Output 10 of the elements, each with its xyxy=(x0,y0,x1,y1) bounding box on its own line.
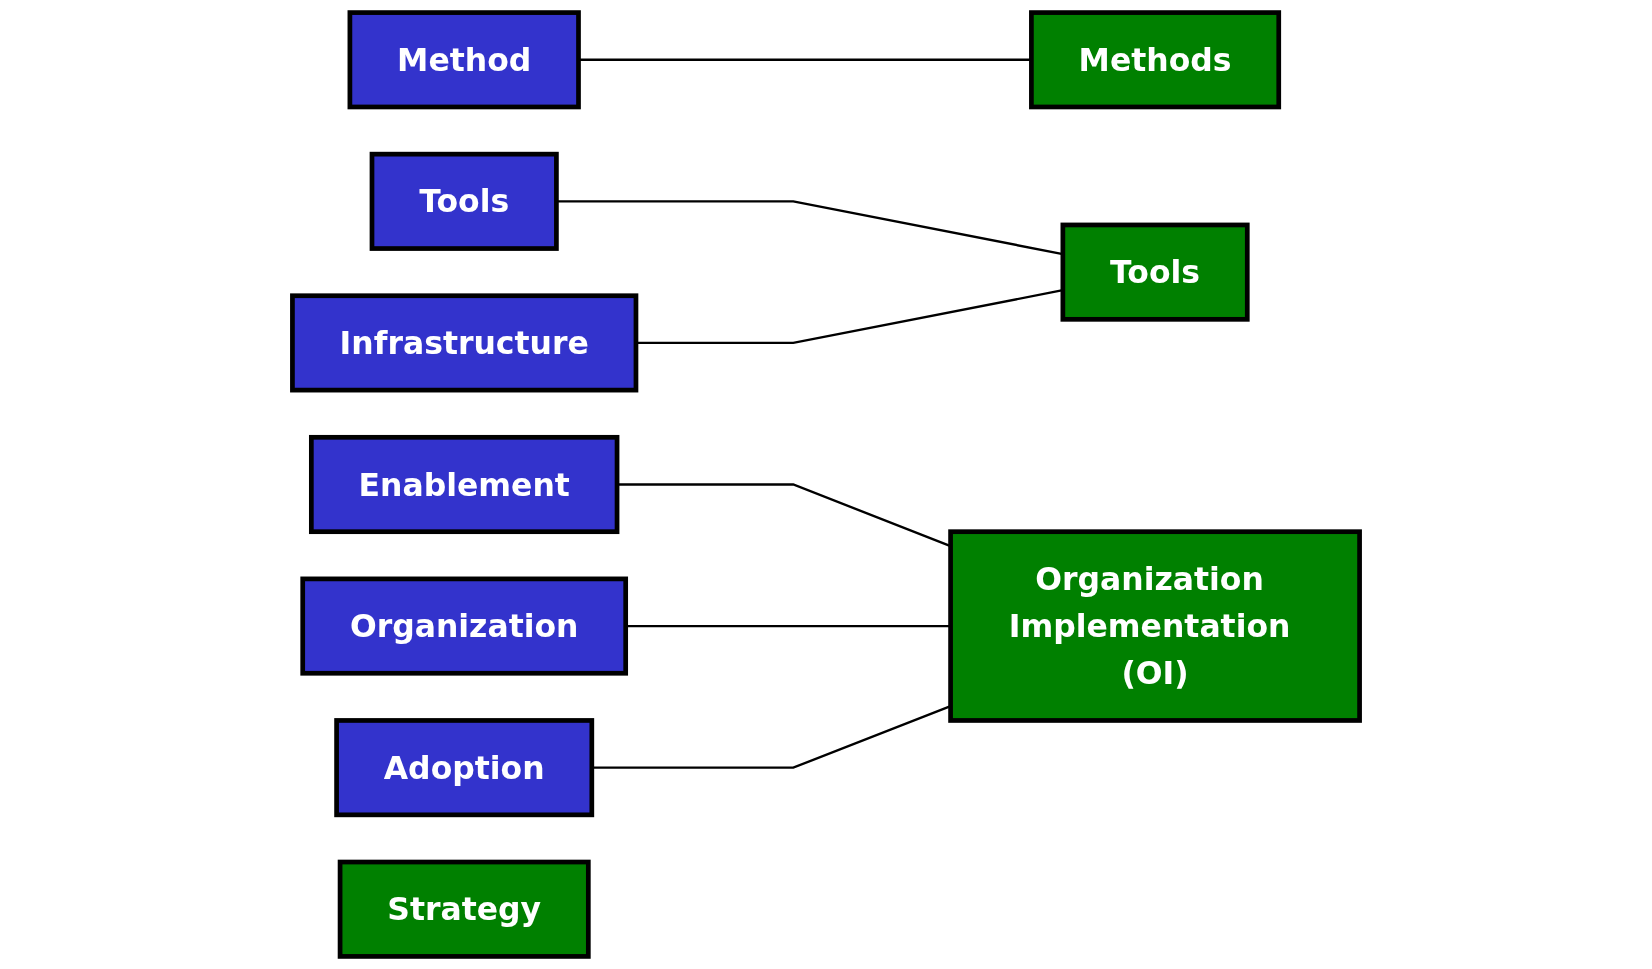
node-box: Strategy xyxy=(337,859,591,959)
node-box: Organization xyxy=(300,576,629,676)
node-box: Method xyxy=(347,10,581,110)
node-box: Organization Implementation (OI) xyxy=(948,529,1362,723)
node-box: Enablement xyxy=(308,434,620,535)
node-box: Tools xyxy=(369,151,559,251)
node-box: Tools xyxy=(1060,222,1250,322)
node-box: Infrastructure xyxy=(290,293,639,393)
node-box: Methods xyxy=(1029,10,1282,110)
node-box: Adoption xyxy=(334,718,595,818)
